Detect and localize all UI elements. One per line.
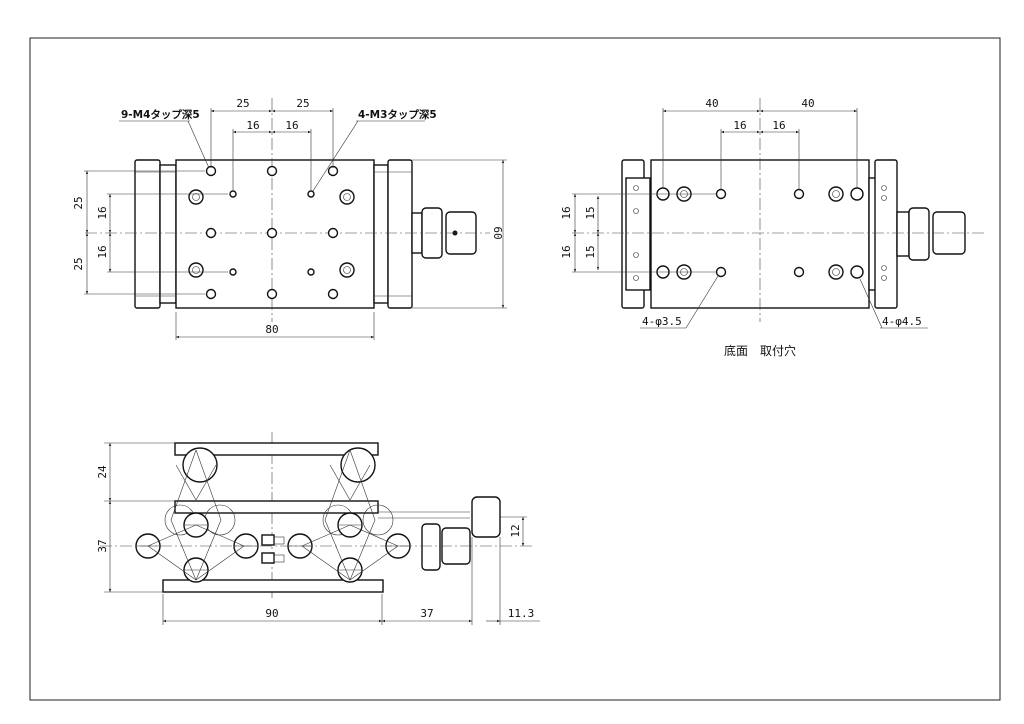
dim-15-lower: 15 xyxy=(584,245,597,258)
dim-16-right: 16 xyxy=(285,119,298,132)
drawing-frame xyxy=(29,37,1001,701)
dim-24: 24 xyxy=(96,465,109,479)
dim-12: 12 xyxy=(509,524,522,537)
phi-3-5-hole xyxy=(793,188,805,200)
counterbore-hole xyxy=(828,186,844,202)
dim-37-horizontal: 37 xyxy=(420,607,433,620)
middle-plate xyxy=(174,500,379,514)
dim-60: 60 xyxy=(491,226,504,239)
counterbore-inner xyxy=(192,266,200,274)
m4-tap-hole xyxy=(266,227,278,239)
side-knob[interactable] xyxy=(471,496,501,538)
dim-25-right: 25 xyxy=(296,97,309,110)
phi-3-5-hole xyxy=(715,188,727,200)
callout-m3-tap: 4-M3タップ深5 xyxy=(358,108,437,121)
dim-25-left: 25 xyxy=(236,97,249,110)
m3-tap-hole xyxy=(307,268,315,276)
dim-80: 80 xyxy=(265,323,278,336)
screw-dot xyxy=(881,275,887,281)
dim-40-right: 40 xyxy=(801,97,814,110)
dim-16-lower: 16 xyxy=(96,245,109,258)
dim-16-left: 16 xyxy=(246,119,259,132)
screw-dot xyxy=(633,185,639,191)
phi-4-5-hole xyxy=(850,187,864,201)
dim-16-left-b: 16 xyxy=(733,119,746,132)
micrometer-knob-bottom[interactable] xyxy=(908,207,930,261)
base-plate-side xyxy=(162,579,384,593)
m4-tap-hole xyxy=(205,288,217,300)
dim-16-upper: 16 xyxy=(96,206,109,219)
counterbore-inner xyxy=(343,266,351,274)
counterbore-hole xyxy=(828,264,844,280)
bottom-view-caption: 底面 取付穴 xyxy=(724,343,796,358)
phi-4-5-hole xyxy=(850,265,864,279)
counterbore-hole xyxy=(339,189,355,205)
counterbore-inner xyxy=(832,268,840,276)
dim-16-upper-b: 16 xyxy=(560,206,573,219)
m4-tap-hole xyxy=(266,165,278,177)
counterbore-hole xyxy=(339,262,355,278)
dim-16-right-b: 16 xyxy=(772,119,785,132)
screw-dot xyxy=(881,195,887,201)
top-plate xyxy=(174,442,379,456)
side-view: 24 37 90 37 11.3 12 xyxy=(96,432,540,625)
counterbore-inner xyxy=(192,193,200,201)
dim-90: 90 xyxy=(265,607,278,620)
counterbore-hole xyxy=(188,262,204,278)
dim-16-lower-b: 16 xyxy=(560,245,573,258)
phi-3-5-hole xyxy=(793,266,805,278)
screw-dot xyxy=(633,208,639,214)
m3-tap-hole xyxy=(229,268,237,276)
screw-dot xyxy=(633,275,639,281)
dim-37-vertical: 37 xyxy=(96,539,109,552)
callout-phi-4-5: 4-φ4.5 xyxy=(882,315,922,328)
m3-tap-hole xyxy=(229,190,237,198)
m4-tap-hole xyxy=(205,227,217,239)
roller xyxy=(182,447,218,483)
dim-11-3: 11.3 xyxy=(508,607,535,620)
bottom-view: 40 40 16 16 16 16 15 15 4-φ3.5 4-φ4.5 底面… xyxy=(560,97,985,358)
phi-3-5-hole xyxy=(715,266,727,278)
screw-dot xyxy=(881,265,887,271)
dim-25-upper: 25 xyxy=(72,196,85,209)
dim-15-upper: 15 xyxy=(584,206,597,219)
callout-m4-tap: 9-M4タップ深5 xyxy=(121,108,200,121)
screw-dot xyxy=(881,185,887,191)
top-view: 25 25 16 16 80 60 25 25 16 16 9-M4タップ深5 … xyxy=(72,97,507,340)
dim-40-left: 40 xyxy=(705,97,718,110)
screw-dot xyxy=(633,252,639,258)
counterbore-inner xyxy=(343,193,351,201)
m4-tap-hole xyxy=(327,288,339,300)
m4-tap-hole xyxy=(266,288,278,300)
roller xyxy=(340,447,376,483)
counterbore-hole xyxy=(188,189,204,205)
m4-tap-hole xyxy=(327,227,339,239)
dim-25-lower: 25 xyxy=(72,257,85,270)
counterbore-inner xyxy=(832,190,840,198)
link-circle xyxy=(362,504,394,536)
callout-phi-3-5: 4-φ3.5 xyxy=(642,315,682,328)
m3-tap-hole xyxy=(307,190,315,198)
